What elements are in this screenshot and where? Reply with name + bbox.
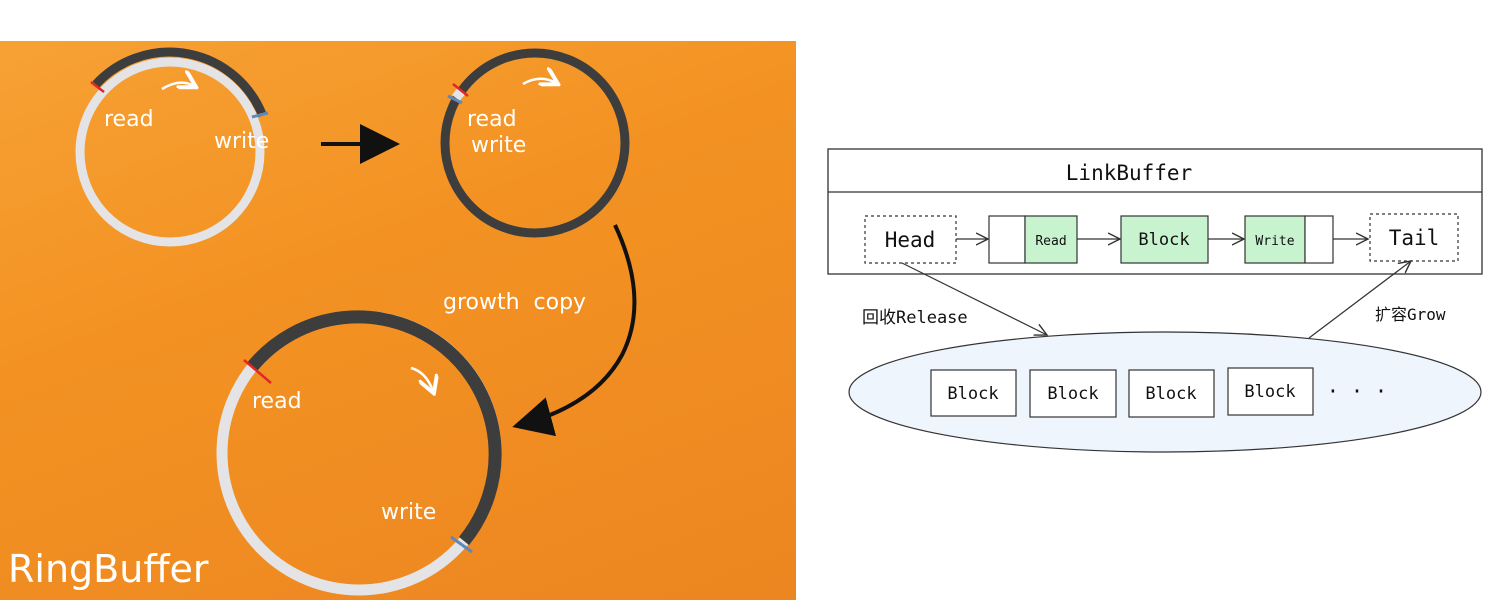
write-block [1244,215,1306,264]
pool-block-label: Block [947,384,998,404]
grow-label: 扩容Grow [1375,305,1446,324]
ring-state-3: read write [216,310,502,596]
read-block [1024,215,1078,264]
tail-label: Tail [1389,226,1440,250]
grow-arrow [1308,261,1411,339]
pool-block [1128,369,1215,418]
ring-3-data-arc [246,310,502,546]
pool-block [1029,369,1117,418]
write-block-label: Write [1255,234,1294,249]
growth-copy-arrow [512,224,637,437]
middle-block-label: Block [1138,230,1189,250]
ring-3-write-label: write [381,500,436,525]
pool-block-label: Block [1244,382,1295,402]
ring-2-read-label: read [467,107,517,132]
pool-block-label: Block [1145,384,1196,404]
write-marker [447,94,463,105]
ring-1-track [75,57,265,247]
pool-block [930,369,1017,417]
linkbuffer: LinkBuffer Head Read Block Write Tail 回收… [827,148,1483,453]
ring-state-1: read write [75,47,269,247]
read-marker [90,81,105,93]
ring-2-gap [452,87,466,101]
read-block-empty [988,215,1026,264]
write-marker [450,535,473,554]
release-label: 回收Release [862,308,968,328]
middle-block [1120,215,1209,264]
read-block-label: Read [1035,234,1066,249]
ring-1-data-arc [92,47,267,118]
rotation-arrow [522,79,556,84]
pool-block-label: Block [1047,384,1098,404]
pool-ellipsis: · · · [1327,379,1387,403]
write-marker [251,111,269,119]
release-arrow [901,262,1047,335]
ring-3-read-label: read [252,389,302,414]
growth-copy-label: growth copy [443,290,586,315]
ring-state-2: read write [440,48,630,238]
write-block-empty [1304,215,1334,264]
tail-node [1369,213,1459,262]
ringbuffer-title: RingBuffer [8,547,209,591]
ring-2-data-arc [440,48,630,238]
head-label: Head [885,228,936,252]
linkbuffer-title: LinkBuffer [1066,161,1192,185]
read-marker [243,359,272,384]
read-marker [452,83,469,97]
ring-2-write-label: write [471,133,526,158]
pool-block [1227,367,1314,416]
ring-1-write-label: write [214,129,269,154]
rotation-arrow [410,366,433,391]
rotation-arrow [161,83,194,91]
ring-1-read-label: read [104,107,154,132]
